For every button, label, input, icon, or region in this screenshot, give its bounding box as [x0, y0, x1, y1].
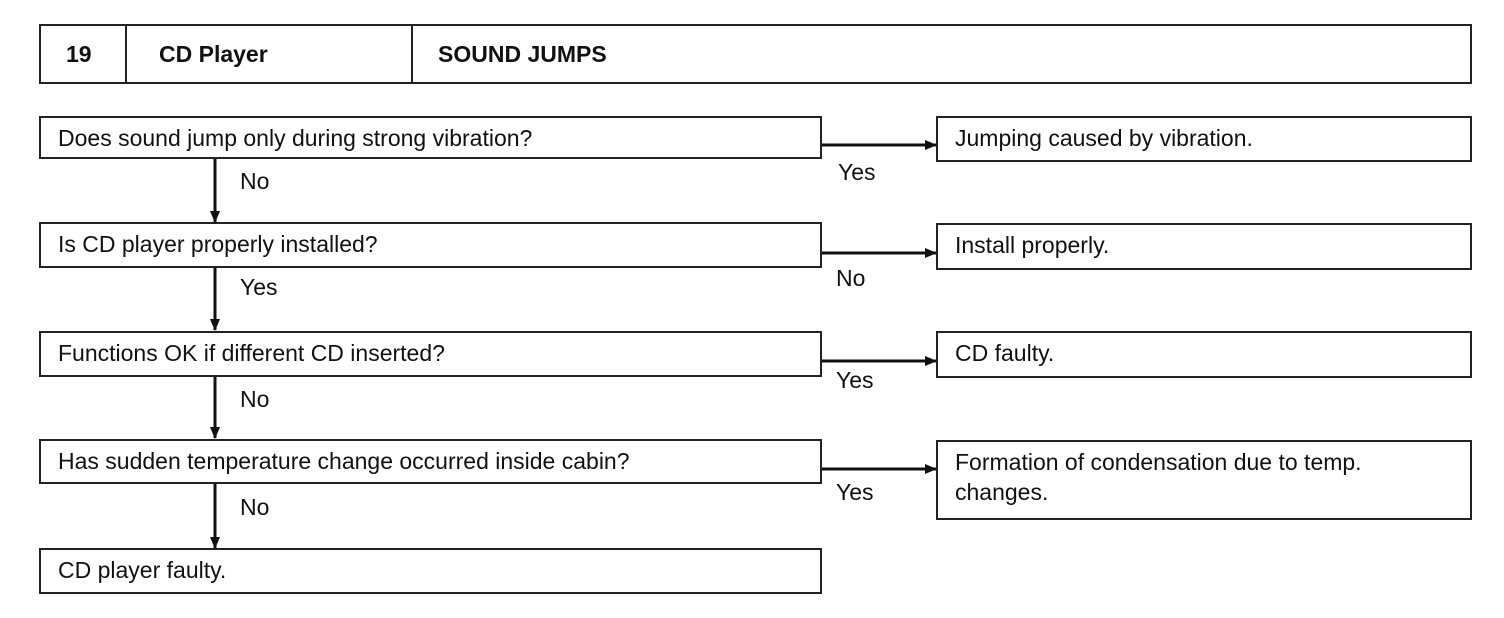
final-result-box: CD player faulty.	[39, 548, 822, 594]
symptom-title: SOUND JUMPS	[438, 40, 607, 67]
question-box-1: Does sound jump only during strong vibra…	[39, 116, 822, 159]
header-bar: 19 CD Player SOUND JUMPS	[39, 24, 1472, 84]
down-label-2: Yes	[240, 274, 278, 300]
result-box-1: Jumping caused by vibration.	[936, 116, 1472, 162]
down-label-3: No	[240, 386, 270, 412]
procedure-number: 19	[41, 26, 127, 82]
result-box-2: Install properly.	[936, 223, 1472, 270]
side-label-2: No	[836, 265, 866, 291]
side-label-3: Yes	[836, 367, 874, 393]
side-label-1: Yes	[838, 159, 876, 185]
down-label-1: No	[240, 168, 270, 194]
down-label-4: No	[240, 494, 270, 520]
side-label-4: Yes	[836, 479, 874, 505]
question-box-3: Functions OK if different CD inserted?	[39, 331, 822, 377]
question-box-4: Has sudden temperature change occurred i…	[39, 439, 822, 484]
result-box-4: Formation of condensation due to temp. c…	[936, 440, 1472, 520]
question-box-2: Is CD player properly installed?	[39, 222, 822, 268]
result-box-3: CD faulty.	[936, 331, 1472, 378]
component-name: CD Player	[127, 26, 413, 82]
